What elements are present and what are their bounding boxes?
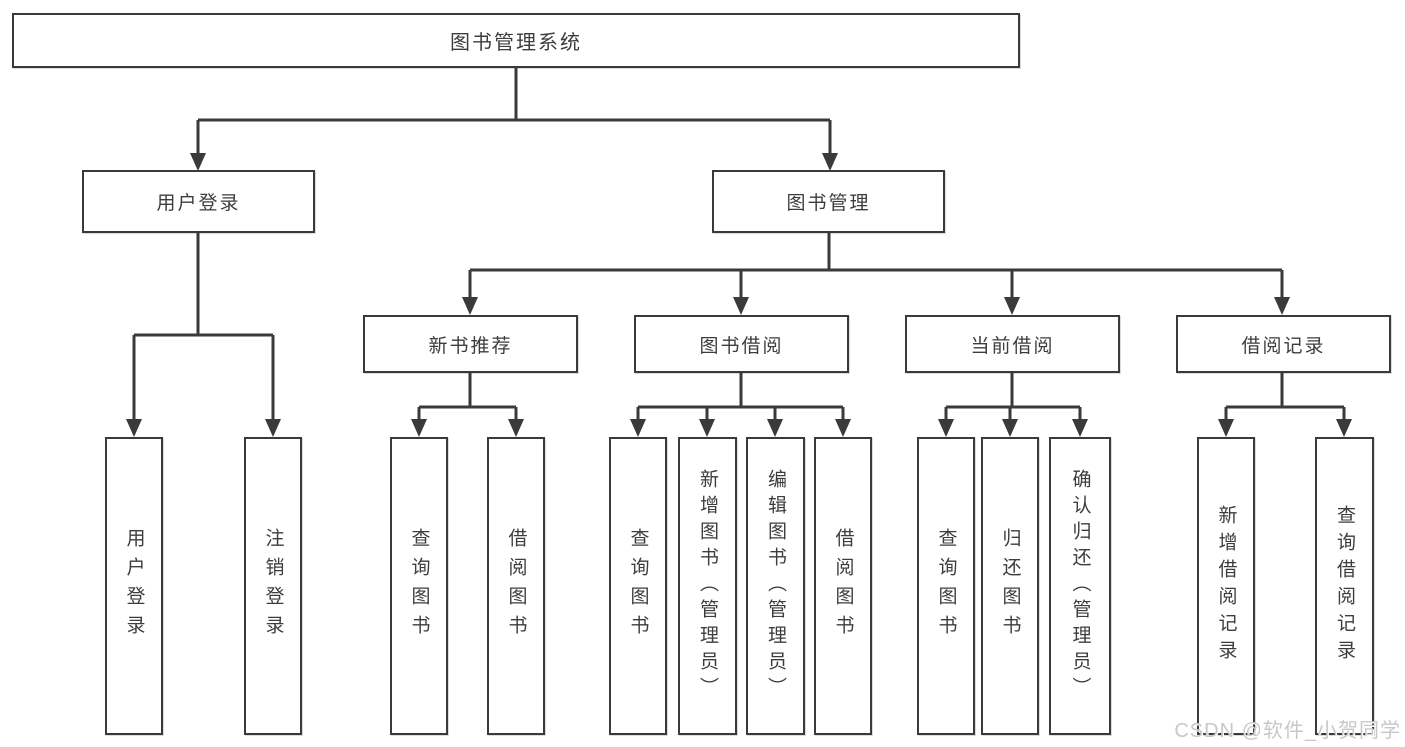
leaf-bb-edit-books-admin: 编辑图书（管理员）	[746, 437, 805, 735]
node-new-book-recommend: 新书推荐	[363, 315, 578, 373]
leaf-cb-return-books: 归还图书	[981, 437, 1039, 735]
leaf-user-login: 用户登录	[105, 437, 163, 735]
leaf-bb-borrow-books: 借阅图书	[814, 437, 872, 735]
leaf-nb-borrow-books: 借阅图书	[487, 437, 545, 735]
node-user-login: 用户登录	[82, 170, 315, 233]
node-borrow-records: 借阅记录	[1176, 315, 1391, 373]
leaf-bb-add-books-admin: 新增图书（管理员）	[678, 437, 737, 735]
node-book-borrow: 图书借阅	[634, 315, 849, 373]
leaf-bb-query-books: 查询图书	[609, 437, 667, 735]
node-book-management: 图书管理	[712, 170, 945, 233]
leaf-cb-query-books: 查询图书	[917, 437, 975, 735]
node-library-system: 图书管理系统	[12, 13, 1020, 68]
leaf-nb-query-books: 查询图书	[390, 437, 448, 735]
leaf-br-query-record: 查询借阅记录	[1315, 437, 1374, 735]
leaf-br-add-record: 新增借阅记录	[1197, 437, 1255, 735]
watermark: CSDN @软件_小贺同学	[1174, 720, 1401, 742]
leaf-cb-confirm-return-admin: 确认归还（管理员）	[1049, 437, 1111, 735]
leaf-logout: 注销登录	[244, 437, 302, 735]
node-current-borrow: 当前借阅	[905, 315, 1120, 373]
